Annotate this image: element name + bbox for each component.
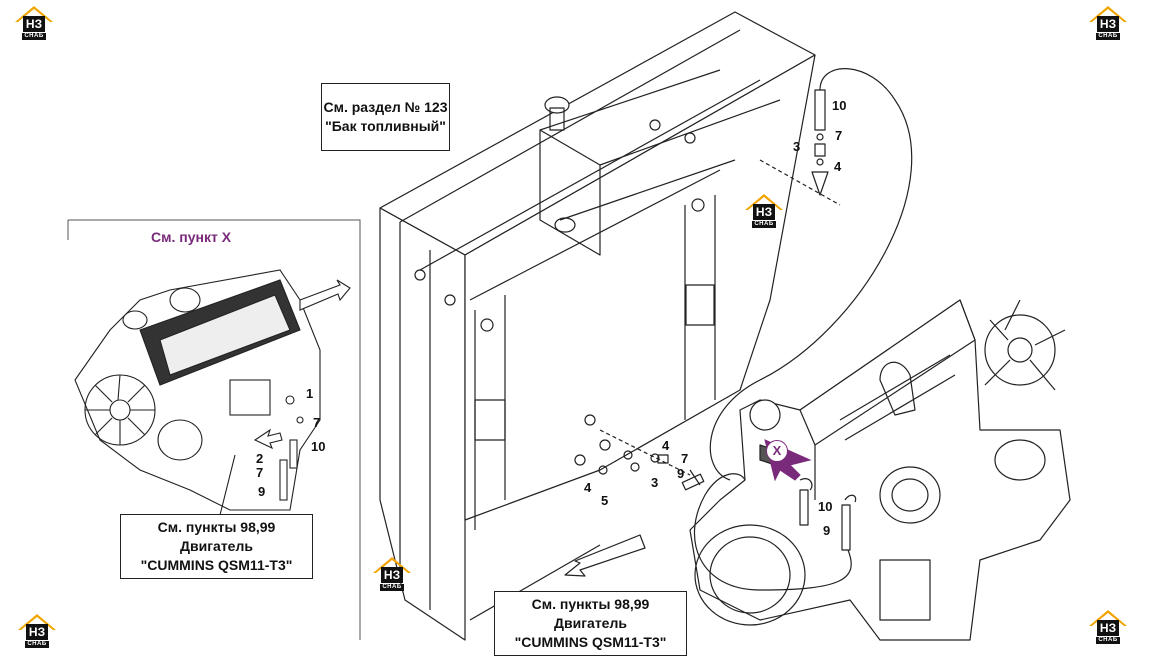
fittings-middle (574, 414, 705, 491)
part-number: 5 (601, 493, 609, 508)
brand-logo: НЗ СНАБ (1089, 6, 1127, 40)
part-number: 7 (313, 415, 321, 430)
part-number: 10 (818, 499, 833, 514)
part-number: 9 (258, 484, 266, 499)
part-number: 10 (832, 98, 847, 113)
part-number: 10 (311, 439, 326, 454)
engine-right (689, 299, 1071, 641)
radiator-frame (379, 11, 816, 641)
callout-engine-bottom: См. пункты 98,99 Двигатель "CUMMINS QSM1… (494, 591, 687, 656)
detail-marker-x: X (766, 440, 788, 462)
part-number: 9 (823, 523, 831, 538)
part-number: 3 (793, 139, 801, 154)
part-number: 7 (681, 451, 689, 466)
fittings-top (709, 68, 913, 481)
callout-fuel-tank: См. раздел № 123 "Бак топливный" (321, 83, 450, 151)
brand-logo: НЗ СНАБ (373, 557, 411, 591)
part-number: 9 (677, 466, 685, 481)
part-number: 4 (584, 480, 592, 495)
brand-logo: НЗ СНАБ (1089, 610, 1127, 644)
inset-title: См. пункт X (151, 229, 232, 245)
logo-houses (15, 6, 1127, 630)
part-number: 3 (651, 475, 659, 490)
part-number: 7 (835, 128, 843, 143)
brand-logo: НЗ СНАБ (15, 6, 53, 40)
callout-engine-left: См. пункты 98,99 Двигатель "CUMMINS QSM1… (120, 514, 313, 579)
part-number: 4 (662, 438, 670, 453)
part-number: 4 (834, 159, 842, 174)
part-number: 2 (256, 451, 264, 466)
brand-logo: НЗ СНАБ (745, 194, 783, 228)
brand-logo: НЗ СНАБ (18, 614, 56, 648)
engine-inset (74, 269, 351, 516)
part-number: 7 (256, 465, 264, 480)
part-number: 1 (306, 386, 314, 401)
